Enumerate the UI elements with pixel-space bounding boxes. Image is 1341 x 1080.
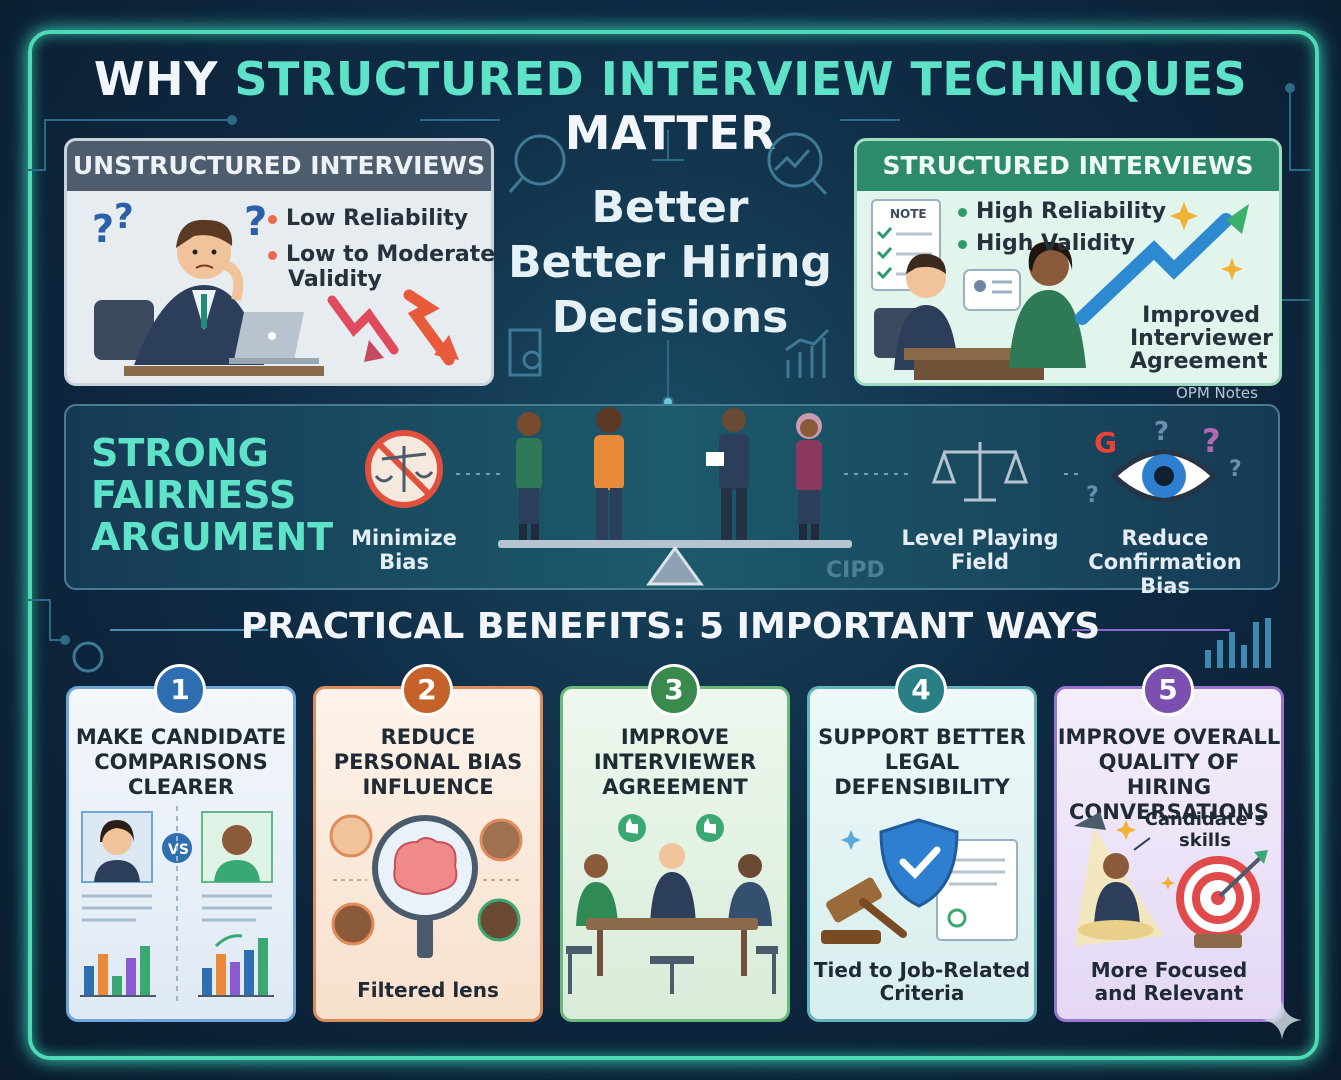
unstructured-bullet-validity-cont: Validity (288, 267, 382, 292)
legal-defensibility-illustration (821, 818, 1018, 944)
unstructured-bullet-validity: Low to Moderate (268, 242, 495, 267)
svg-text:?: ? (244, 199, 267, 245)
center-line-2: Better Hiring (508, 237, 832, 288)
card-4-number: 4 (895, 664, 947, 716)
page-title: WHY STRUCTURED INTERVIEW TECHNIQUES MATT… (93, 52, 1248, 160)
svg-text:?: ? (1154, 417, 1169, 447)
structured-interview-illustration: NOTE (871, 199, 1249, 380)
card-2-caption: Filtered lens (357, 978, 499, 1002)
cipd-watermark: CIPD (826, 558, 885, 583)
svg-text:?: ? (1086, 483, 1099, 508)
glow-frame (28, 30, 1319, 1060)
structured-header: STRUCTURED INTERVIEWS (857, 141, 1279, 191)
card-3-number: 3 (648, 664, 700, 716)
svg-text:?: ? (1229, 457, 1242, 482)
sparkle-icon (1262, 1000, 1302, 1040)
bullet-dot (958, 239, 967, 249)
bullet-dot (268, 214, 277, 224)
better-hiring-decisions: Better Better Hiring Decisions (500, 180, 840, 345)
opm-notes: OPM Notes (1176, 384, 1258, 402)
center-line-3: Decisions (551, 292, 789, 343)
card-1-number: 1 (154, 664, 206, 716)
unstructured-bullet-reliability: Low Reliability (268, 206, 468, 231)
filtered-lens-illustration (329, 814, 523, 958)
center-line-1: Better (591, 182, 749, 233)
bullet-dot (958, 207, 967, 217)
svg-text:?: ? (1202, 422, 1221, 460)
agreement-meeting-illustration (566, 814, 778, 994)
unstructured-header: UNSTRUCTURED INTERVIEWS (67, 141, 491, 191)
structured-bullet-validity: High Validity (958, 231, 1135, 256)
confused-interviewer-illustration: ? ? ? (92, 197, 459, 376)
svg-text:?: ? (92, 207, 114, 251)
structured-bullet-reliability: High Reliability (958, 199, 1166, 224)
note-label: NOTE (890, 207, 927, 221)
svg-text:G: G (1094, 426, 1117, 459)
card-5-number: 5 (1142, 664, 1194, 716)
fairness-illustration: G ? ? ? ? (365, 407, 1242, 586)
candidate-comparison-illustration: VS (80, 806, 274, 1006)
benefits-title: PRACTICAL BENEFITS: 5 IMPORTANT WAYS (240, 606, 1101, 647)
bullet-dot (268, 250, 277, 260)
vs-badge: VS (168, 842, 189, 858)
spotlight-target-illustration (1074, 812, 1268, 948)
svg-text:?: ? (114, 197, 134, 237)
card-2-number: 2 (401, 664, 453, 716)
benefits-heading-rules (110, 629, 1230, 631)
